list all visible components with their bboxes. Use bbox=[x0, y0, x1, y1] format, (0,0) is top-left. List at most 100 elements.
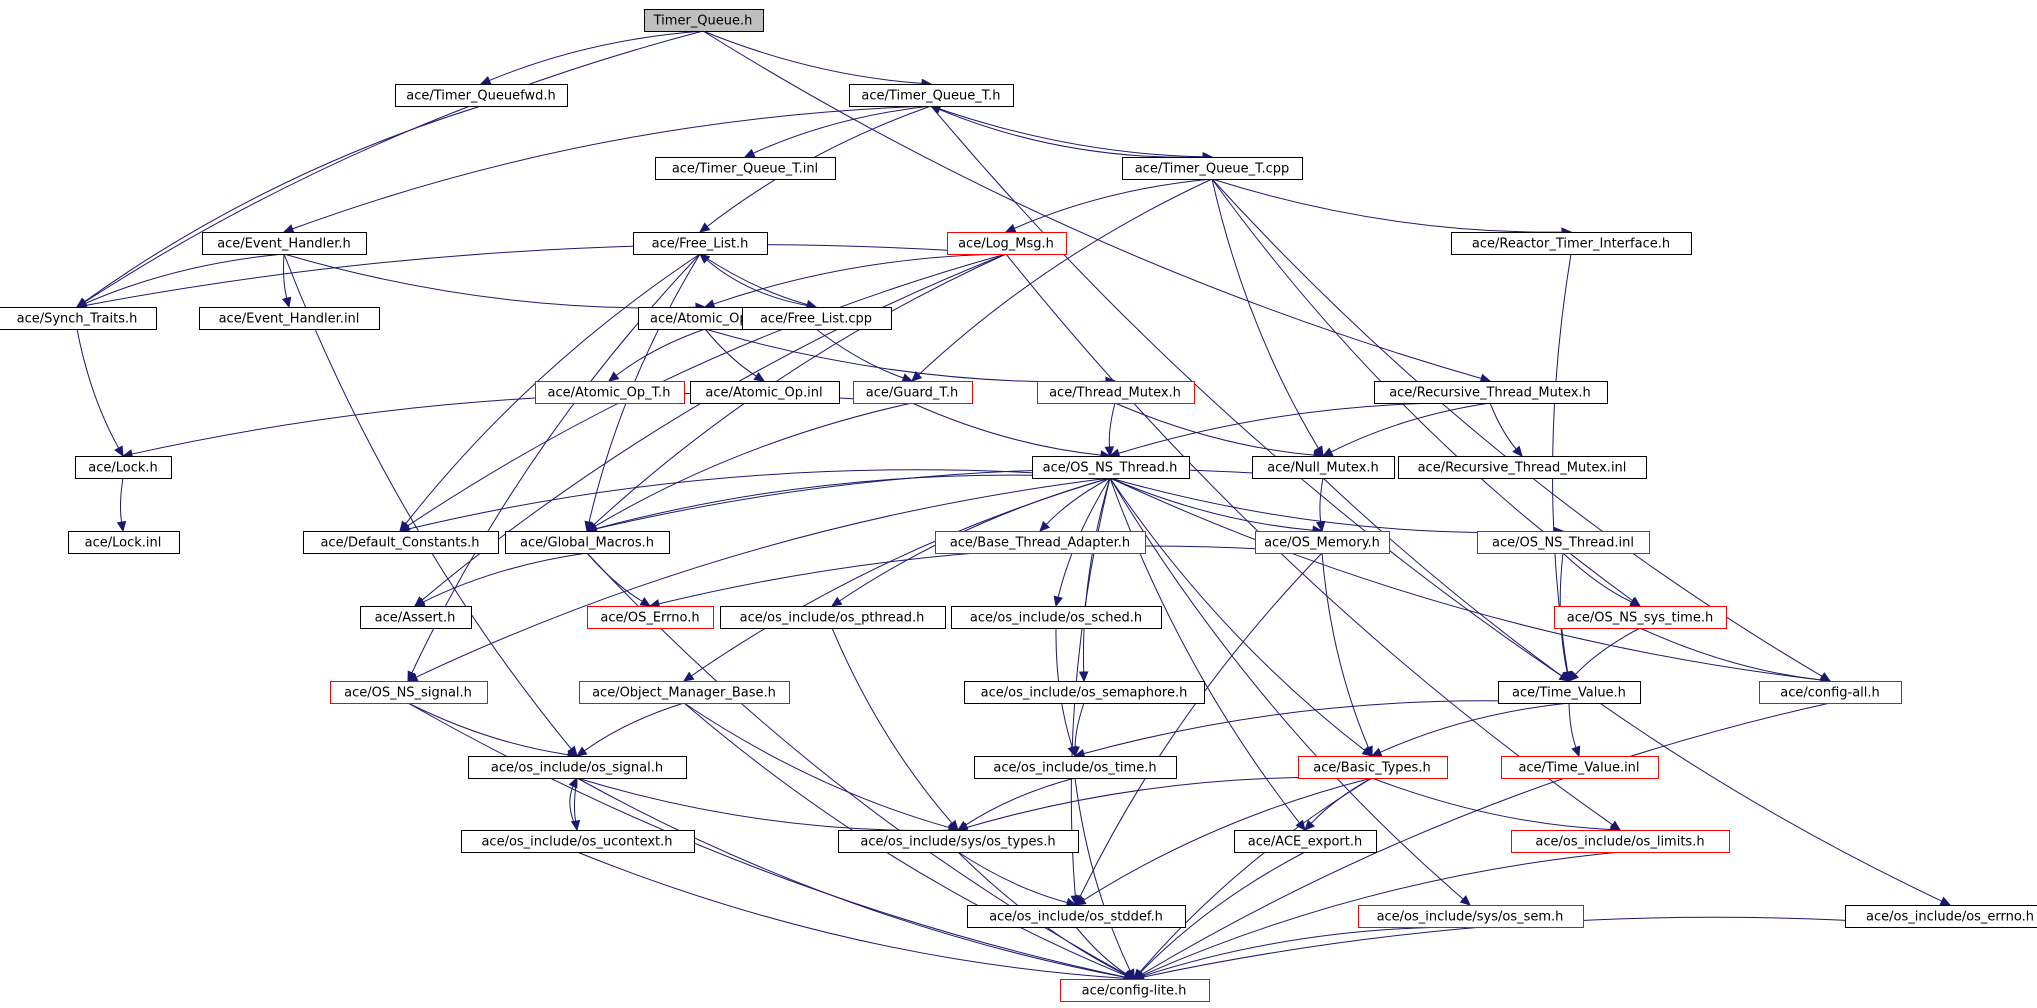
graph-node-lock-inl[interactable]: ace/Lock.inl bbox=[68, 531, 180, 554]
graph-node-box bbox=[1037, 381, 1195, 404]
graph-edge bbox=[957, 851, 1068, 904]
graph-node-label: ace/Recursive_Thread_Mutex.h bbox=[1389, 386, 1591, 401]
graph-node-label: ace/os_include/os_sched.h bbox=[970, 611, 1142, 626]
graph-node-box bbox=[644, 9, 764, 32]
graph-node-atomic-op-inl[interactable]: ace/Atomic_Op.inl bbox=[690, 381, 840, 404]
graph-edge bbox=[576, 777, 1126, 978]
graph-node-label: ace/Synch_Traits.h bbox=[17, 312, 138, 327]
graph-node-event-handler-h[interactable]: ace/Event_Handler.h bbox=[202, 232, 367, 255]
graph-node-os-time-h[interactable]: ace/os_include/os_time.h bbox=[974, 756, 1177, 779]
graph-edge bbox=[1118, 402, 1491, 454]
graph-edge bbox=[1562, 552, 1633, 603]
graph-edge-arrowhead bbox=[568, 776, 578, 789]
graph-node-event-handler-inl[interactable]: ace/Event_Handler.inl bbox=[199, 307, 380, 330]
graph-node-box bbox=[75, 456, 172, 479]
graph-node-atomic-op-h[interactable]: ace/Atomic_Op.h bbox=[638, 307, 773, 330]
graph-node-os-ns-thread-h[interactable]: ace/OS_NS_Thread.h bbox=[1032, 456, 1190, 479]
graph-node-object-manager-base[interactable]: ace/Object_Manager_Base.h bbox=[579, 681, 790, 704]
graph-node-os-pthread-h[interactable]: ace/os_include/os_pthread.h bbox=[720, 606, 946, 629]
graph-node-recursive-thread-mutex-inl[interactable]: ace/Recursive_Thread_Mutex.inl bbox=[1398, 456, 1647, 479]
graph-node-atomic-op-t-h[interactable]: ace/Atomic_Op_T.h bbox=[535, 381, 685, 404]
graph-node-ace-export-h[interactable]: ace/ACE_export.h bbox=[1234, 830, 1377, 853]
graph-edge bbox=[918, 178, 1213, 376]
graph-node-assert-h[interactable]: ace/Assert.h bbox=[360, 606, 472, 629]
graph-node-os-stddef-h[interactable]: ace/os_include/os_stddef.h bbox=[967, 905, 1186, 928]
graph-node-global-macros[interactable]: ace/Global_Macros.h bbox=[505, 531, 670, 554]
graph-node-label: ace/Event_Handler.inl bbox=[219, 312, 360, 327]
graph-node-free-list-cpp[interactable]: ace/Free_List.cpp bbox=[742, 307, 892, 330]
graph-node-os-ns-signal-h[interactable]: ace/OS_NS_signal.h bbox=[330, 681, 488, 704]
graph-node-os-ns-sys-time-h[interactable]: ace/OS_NS_sys_time.h bbox=[1554, 606, 1727, 629]
graph-edge-arrowhead bbox=[608, 371, 620, 382]
graph-edge-arrowhead bbox=[1039, 520, 1051, 532]
graph-node-guard-t-h[interactable]: ace/Guard_T.h bbox=[853, 381, 973, 404]
graph-node-time-value-h[interactable]: ace/Time_Value.h bbox=[1498, 681, 1641, 704]
graph-edge-arrowhead bbox=[703, 299, 716, 309]
graph-edge bbox=[1141, 702, 1831, 975]
graph-node-box bbox=[461, 830, 695, 853]
graph-node-config-lite-h[interactable]: ace/config-lite.h bbox=[1060, 979, 1210, 1002]
graph-node-sys-os-types-h[interactable]: ace/os_include/sys/os_types.h bbox=[838, 830, 1079, 853]
graph-node-null-mutex-h[interactable]: ace/Null_Mutex.h bbox=[1252, 456, 1395, 479]
graph-node-label: ace/Timer_Queue_T.inl bbox=[672, 162, 818, 177]
graph-node-os-signal-h[interactable]: ace/os_include/os_signal.h bbox=[468, 756, 687, 779]
graph-node-label: ace/Atomic_Op_T.h bbox=[548, 386, 671, 401]
graph-edge-arrowhead bbox=[1562, 670, 1572, 683]
graph-node-label: ace/Timer_Queue_T.h bbox=[861, 89, 1000, 104]
graph-node-box bbox=[964, 681, 1205, 704]
graph-edge bbox=[415, 477, 1111, 678]
graph-node-box bbox=[1501, 756, 1659, 779]
graph-node-reactor-timer-interface[interactable]: ace/Reactor_Timer_Interface.h bbox=[1451, 232, 1692, 255]
graph-node-label: ace/os_include/os_signal.h bbox=[491, 761, 663, 776]
graph-node-os-memory-h[interactable]: ace/OS_Memory.h bbox=[1255, 531, 1390, 554]
graph-node-lock-h[interactable]: ace/Lock.h bbox=[75, 456, 172, 479]
graph-node-timer-queue-h[interactable]: Timer_Queue.h bbox=[644, 9, 764, 32]
graph-edge bbox=[1109, 477, 1300, 824]
graph-node-os-errno-lower-h[interactable]: ace/os_include/os_errno.h bbox=[1845, 905, 2037, 928]
graph-node-base-thread-adapter[interactable]: ace/Base_Thread_Adapter.h bbox=[935, 531, 1146, 554]
graph-node-synch-traits[interactable]: ace/Synch_Traits.h bbox=[0, 307, 157, 330]
graph-node-recursive-thread-mutex-h[interactable]: ace/Recursive_Thread_Mutex.h bbox=[1374, 381, 1608, 404]
graph-node-os-semaphore-h[interactable]: ace/os_include/os_semaphore.h bbox=[964, 681, 1205, 704]
graph-node-os-ucontext-h[interactable]: ace/os_include/os_ucontext.h bbox=[461, 830, 695, 853]
graph-node-config-all-h[interactable]: ace/config-all.h bbox=[1759, 681, 1902, 704]
graph-edge bbox=[283, 253, 697, 309]
graph-edge bbox=[1045, 477, 1111, 525]
graph-node-label: ace/Null_Mutex.h bbox=[1267, 461, 1379, 476]
graph-node-timer-queue-t-inl[interactable]: ace/Timer_Queue_T.inl bbox=[655, 157, 836, 180]
graph-edge-arrowhead bbox=[116, 520, 127, 533]
graph-node-label: ace/Log_Msg.h bbox=[958, 237, 1054, 252]
graph-node-label: ace/Event_Handler.h bbox=[217, 237, 351, 252]
graph-node-timer-queuefwd[interactable]: ace/Timer_Queuefwd.h bbox=[395, 84, 568, 107]
graph-node-os-ns-thread-inl[interactable]: ace/OS_NS_Thread.inl bbox=[1477, 531, 1650, 554]
graph-node-os-errno-h[interactable]: ace/OS_Errno.h bbox=[587, 606, 714, 629]
graph-node-log-msg-h[interactable]: ace/Log_Msg.h bbox=[947, 232, 1067, 255]
graph-node-timer-queue-t-cpp[interactable]: ace/Timer_Queue_T.cpp bbox=[1122, 157, 1303, 180]
graph-edge-arrowhead bbox=[1321, 447, 1334, 457]
graph-node-box bbox=[395, 84, 568, 107]
graph-node-label: ace/OS_Errno.h bbox=[600, 611, 699, 626]
graph-node-box bbox=[1759, 681, 1902, 704]
graph-node-time-value-inl[interactable]: ace/Time_Value.inl bbox=[1501, 756, 1659, 779]
graph-node-label: Timer_Queue.h bbox=[653, 14, 753, 29]
graph-edge-arrowhead bbox=[1629, 597, 1642, 607]
graph-edge-arrowhead bbox=[479, 75, 492, 85]
graph-node-timer-queue-t-h[interactable]: ace/Timer_Queue_T.h bbox=[849, 84, 1014, 107]
graph-node-sys-os-sem-h[interactable]: ace/os_include/sys/os_sem.h bbox=[1358, 905, 1584, 928]
graph-edge bbox=[408, 469, 1111, 530]
graph-node-thread-mutex-h[interactable]: ace/Thread_Mutex.h bbox=[1037, 381, 1195, 404]
graph-node-default-constants[interactable]: ace/Default_Constants.h bbox=[303, 531, 499, 554]
graph-edge bbox=[1139, 777, 1373, 973]
graph-node-os-limits-h[interactable]: ace/os_include/os_limits.h bbox=[1511, 830, 1730, 853]
graph-edge bbox=[1142, 851, 1621, 976]
graph-node-basic-types-h[interactable]: ace/Basic_Types.h bbox=[1298, 756, 1448, 779]
graph-edge-arrowhead bbox=[282, 296, 292, 309]
graph-node-label: ace/config-all.h bbox=[1780, 686, 1880, 701]
graph-node-free-list-h[interactable]: ace/Free_List.h bbox=[633, 232, 768, 255]
graph-node-label: ace/Default_Constants.h bbox=[320, 536, 479, 551]
graph-edge bbox=[683, 702, 1126, 977]
graph-node-box bbox=[1511, 830, 1730, 853]
graph-node-os-sched-h[interactable]: ace/os_include/os_sched.h bbox=[951, 606, 1162, 629]
graph-edge bbox=[966, 776, 1373, 828]
